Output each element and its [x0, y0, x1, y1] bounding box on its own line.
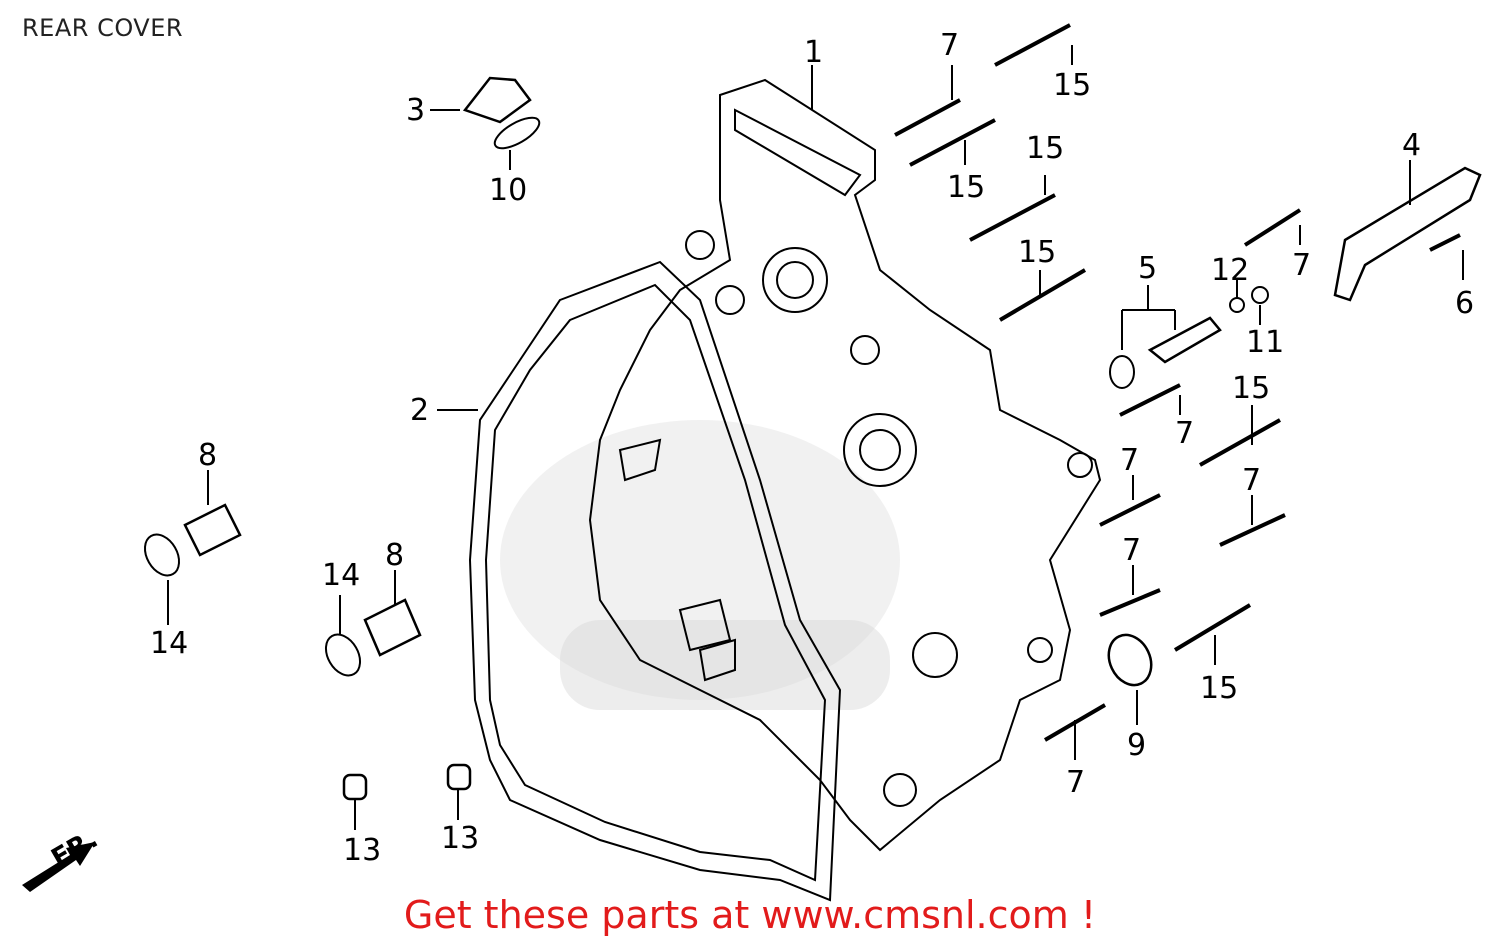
callout-8a: 8 — [198, 438, 217, 473]
callout-1: 1 — [804, 35, 823, 70]
callout-3: 3 — [406, 93, 425, 128]
callout-7b: 7 — [1292, 248, 1311, 283]
callout-labels: 1 2 3 4 5 6 7 7 7 7 7 7 7 8 8 9 10 11 12… — [47, 28, 1475, 874]
callout-2: 2 — [410, 393, 429, 428]
callout-10: 10 — [489, 173, 527, 208]
callout-6: 6 — [1455, 286, 1474, 321]
collars-left — [143, 503, 422, 677]
callout-12: 12 — [1211, 253, 1249, 288]
footer-link[interactable]: Get these parts at www.cmsnl.com ! — [403, 893, 1097, 937]
rear-cover — [588, 78, 1102, 852]
bolts — [894, 23, 1461, 742]
callout-7d: 7 — [1120, 443, 1139, 478]
leader-lines — [167, 45, 1464, 830]
callout-14b: 14 — [322, 558, 360, 593]
callout-5: 5 — [1138, 251, 1157, 286]
callout-13a: 13 — [343, 833, 381, 868]
watermark — [500, 420, 900, 710]
misc-parts — [1107, 166, 1482, 687]
callout-7e: 7 — [1242, 463, 1261, 498]
callout-8b: 8 — [385, 538, 404, 573]
part-3-cap — [462, 76, 541, 150]
callout-13b: 13 — [441, 821, 479, 856]
callout-15b: 15 — [947, 170, 985, 205]
callout-15d: 15 — [1018, 235, 1056, 270]
diagram-title: REAR COVER — [22, 14, 184, 42]
dowels — [342, 763, 472, 801]
front-direction-arrow — [22, 842, 95, 892]
callout-15c: 15 — [1026, 131, 1064, 166]
callout-4: 4 — [1402, 128, 1421, 163]
callout-15a: 15 — [1053, 68, 1091, 103]
callout-14a: 14 — [150, 626, 188, 661]
callout-7c: 7 — [1175, 416, 1194, 451]
callout-7a: 7 — [940, 28, 959, 63]
callout-7f: 7 — [1122, 533, 1141, 568]
callout-7g: 7 — [1066, 765, 1085, 800]
callout-9: 9 — [1127, 728, 1146, 763]
gasket — [468, 260, 842, 902]
callout-15f: 15 — [1200, 671, 1238, 706]
callout-11: 11 — [1246, 325, 1284, 360]
callout-15e: 15 — [1232, 371, 1270, 406]
